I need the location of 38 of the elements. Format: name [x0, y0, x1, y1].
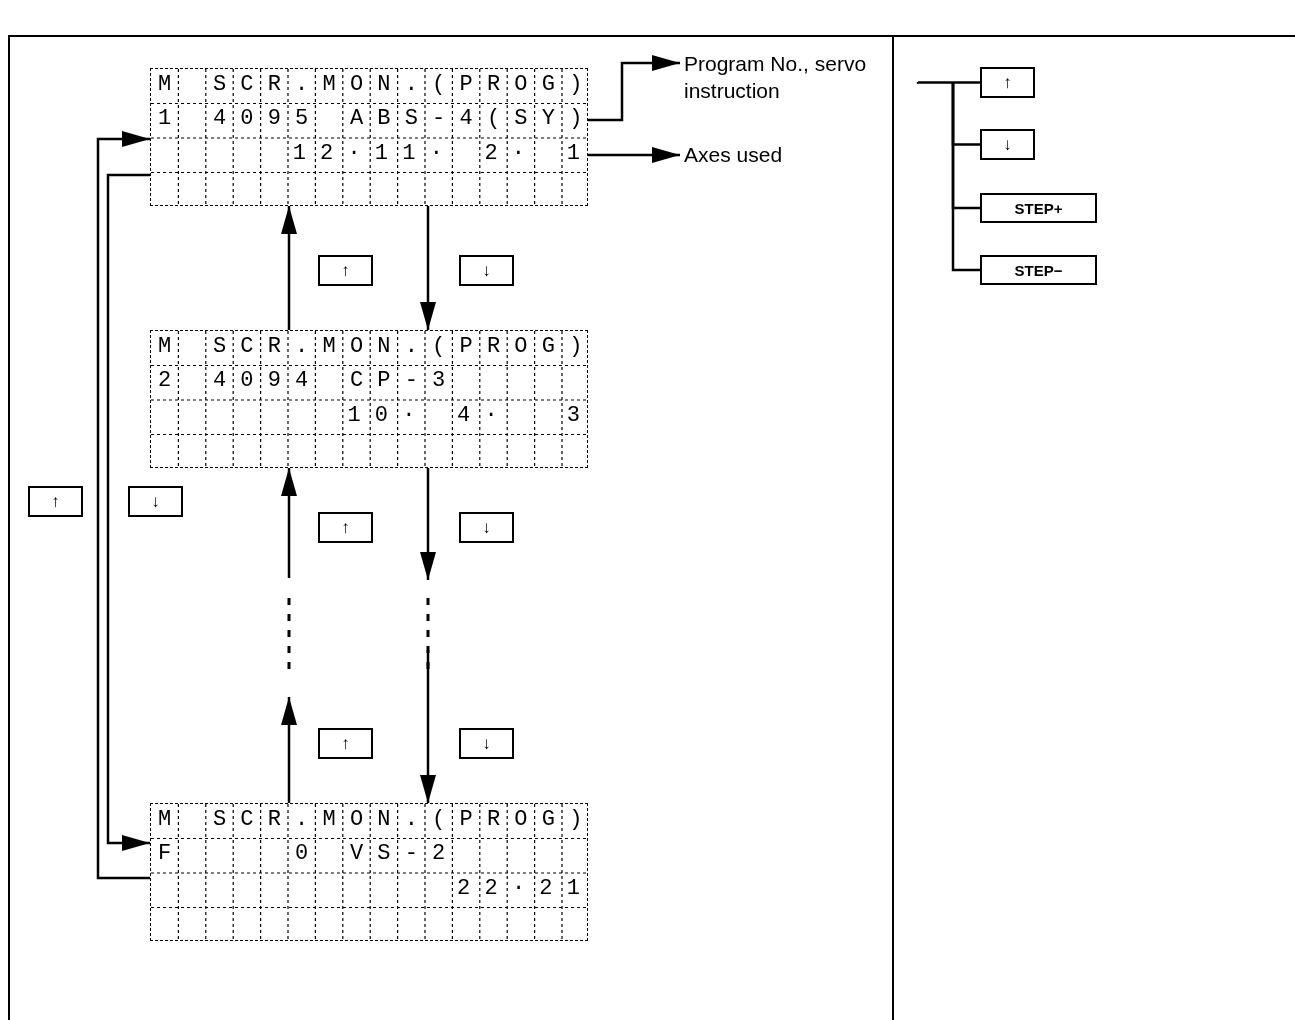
- key-symbol: STEP−: [980, 255, 1097, 285]
- arrow: [106, 173, 150, 851]
- lcd-screen: [150, 803, 588, 941]
- lcd-text: 22·21: [456, 877, 595, 900]
- arrow: [281, 468, 297, 578]
- lcd-text: 2 4094 CP-3: [157, 370, 460, 393]
- arrow: [588, 55, 680, 122]
- arrow: [96, 131, 150, 880]
- key-symbol: ↑: [318, 728, 373, 759]
- key-symbol: ↑: [28, 486, 83, 517]
- key-symbol: ↓: [459, 255, 514, 286]
- key-symbol: ↑: [318, 512, 373, 543]
- connector-line: [916, 80, 980, 84]
- arrow: [420, 468, 436, 580]
- lcd-screen: [150, 68, 588, 206]
- key-symbol: ↓: [459, 728, 514, 759]
- key-symbol: ↓: [459, 512, 514, 543]
- lcd-text: F 0 VS-2: [157, 843, 460, 866]
- lcd-text: M SCR.MON.(PROG): [157, 808, 597, 831]
- lcd-text: M SCR.MON.(PROG): [157, 335, 597, 358]
- lcd-text: 12·11· 2· 1: [291, 142, 595, 165]
- key-symbol: ↓: [980, 129, 1035, 160]
- callout-text: Axes used: [684, 141, 814, 168]
- callout-text: Program No., servo instruction: [684, 50, 884, 104]
- arrow: [420, 206, 436, 330]
- arrow: [420, 650, 436, 803]
- key-symbol: STEP+: [980, 193, 1097, 223]
- arrow: [281, 697, 297, 803]
- lcd-text: 10· 4· 3: [346, 404, 595, 427]
- arrow: [281, 206, 297, 330]
- lcd-text: M SCR.MON.(PROG): [157, 73, 597, 96]
- lcd-text: 1 4095 ABS-4(SY): [157, 108, 597, 131]
- key-symbol: ↑: [980, 67, 1035, 98]
- lcd-screen: [150, 330, 588, 468]
- key-symbol: ↓: [128, 486, 183, 517]
- key-symbol: ↑: [318, 255, 373, 286]
- connector-line: [951, 82, 980, 272]
- arrow: [588, 147, 680, 163]
